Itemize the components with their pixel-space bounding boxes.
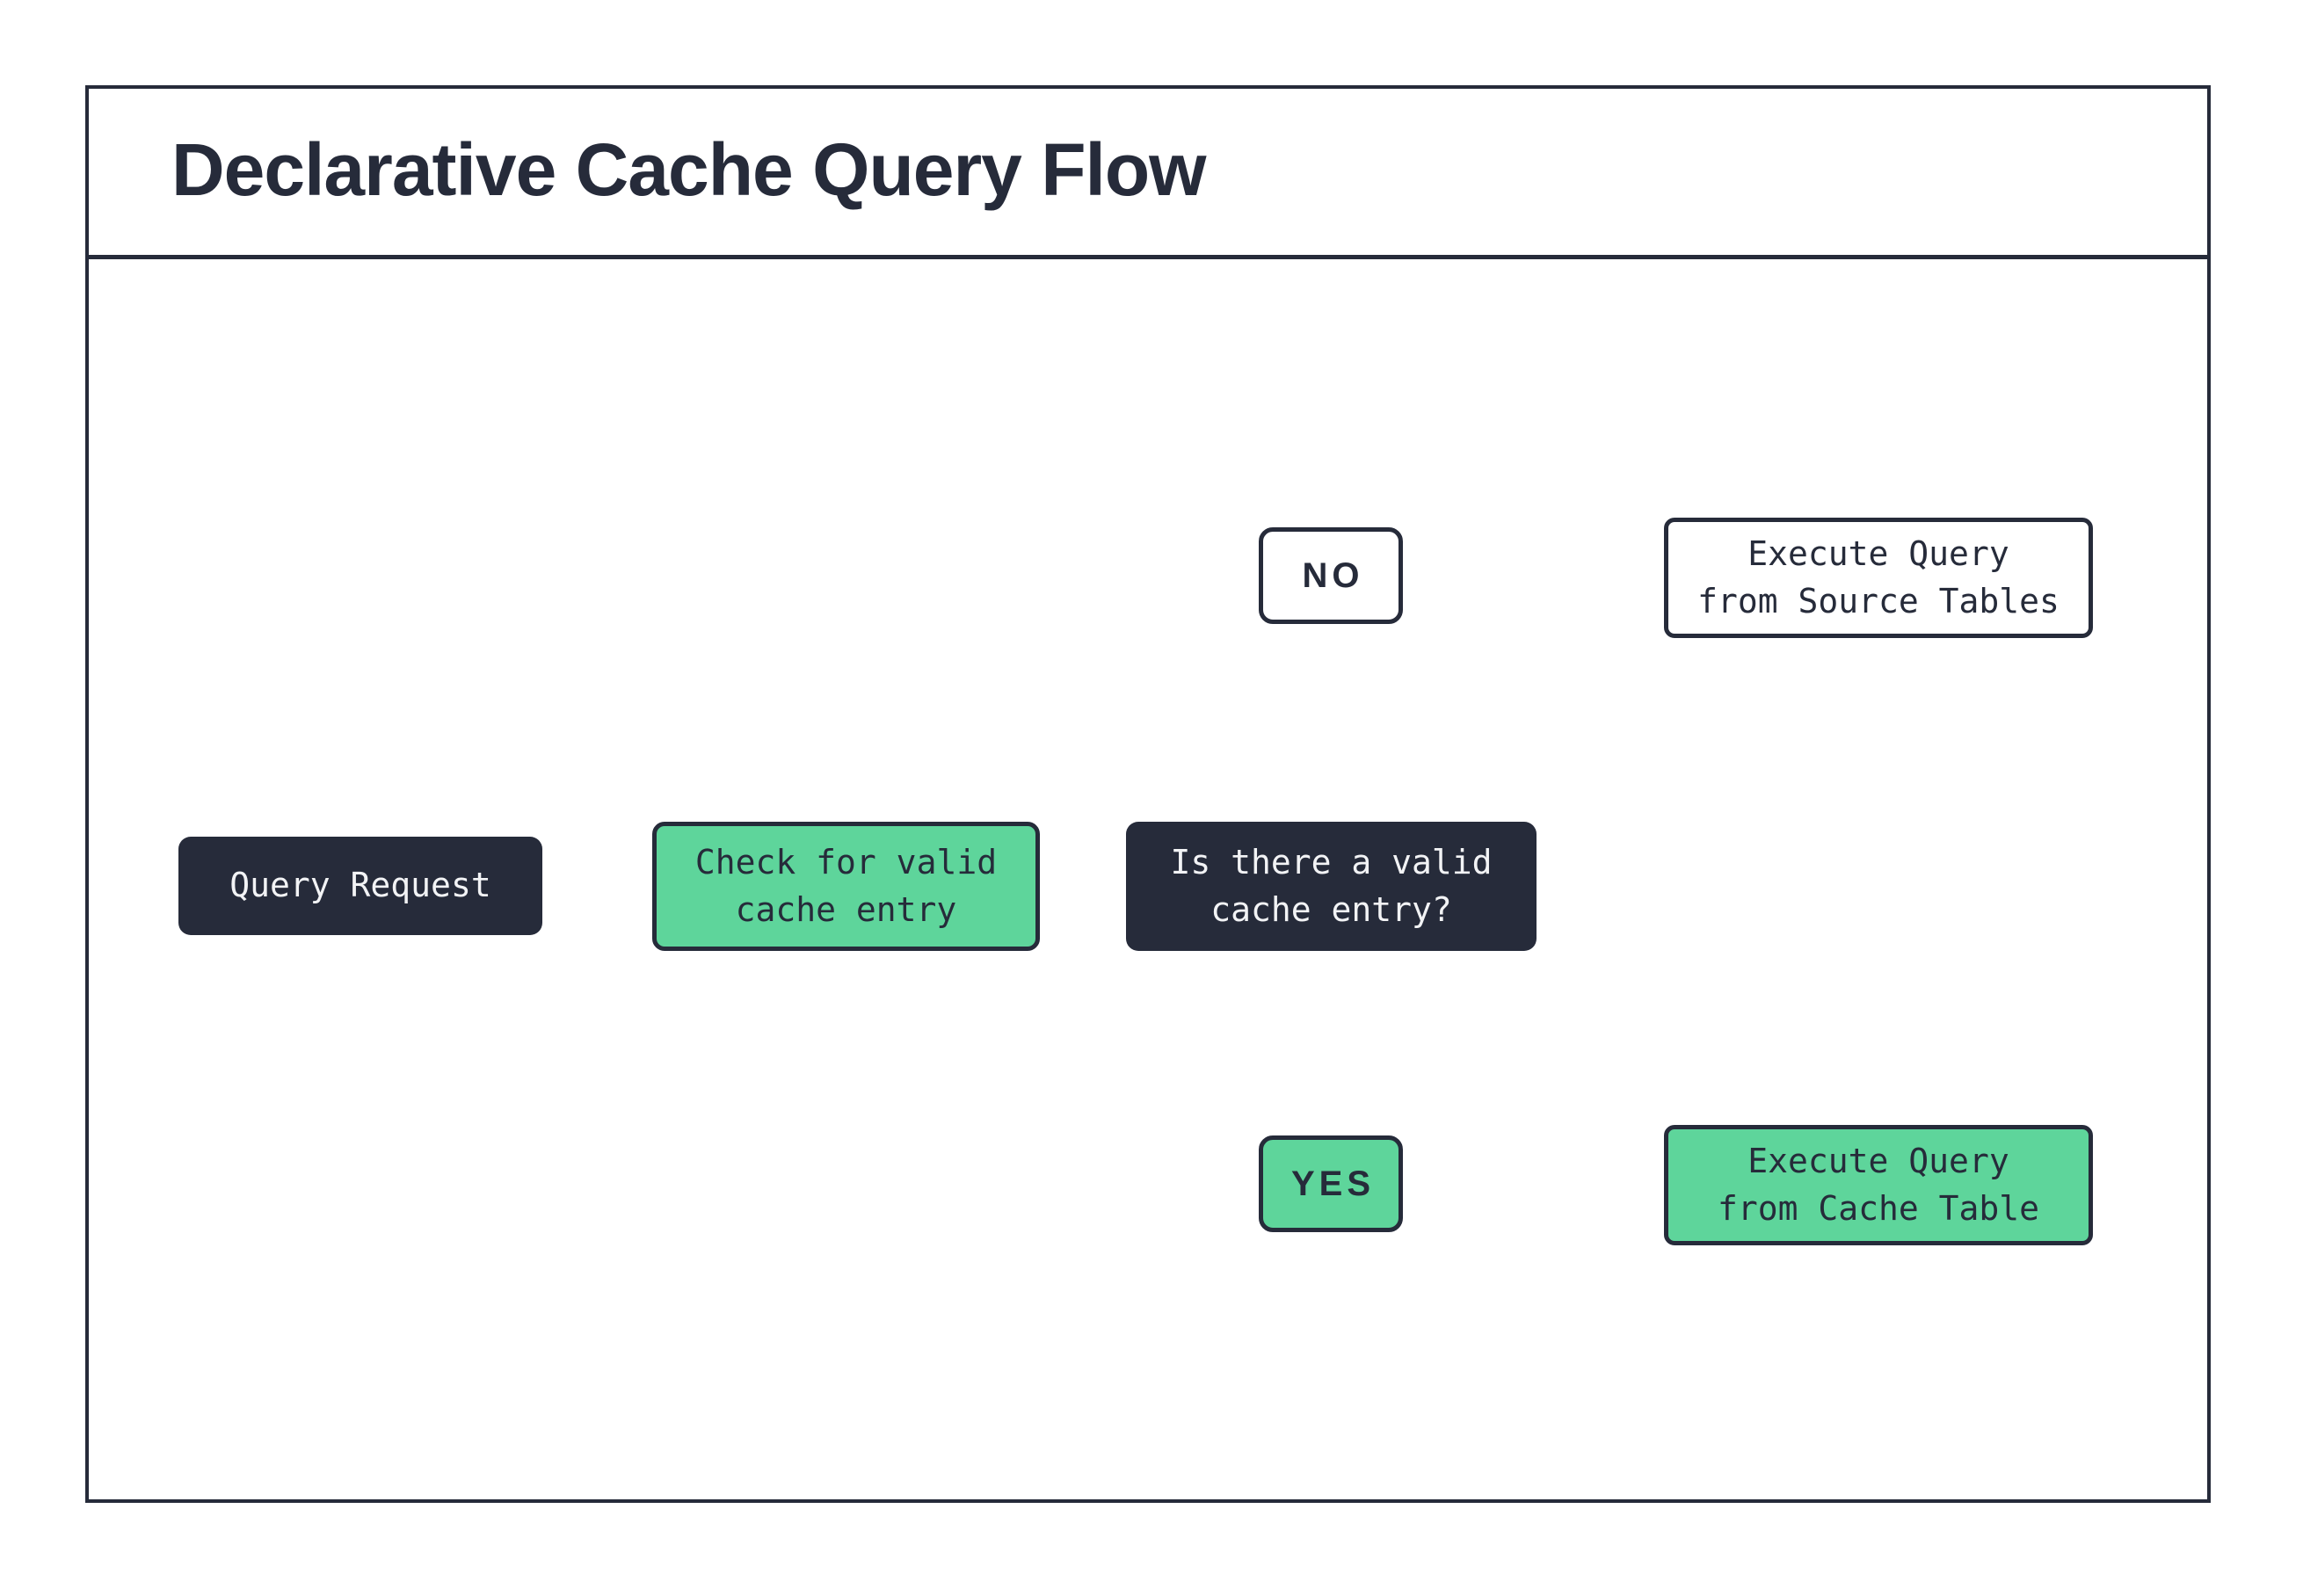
check-cache-node: Check for valid cache entry [652,822,1040,951]
source-db-label: Execute Query from Source Tables [1664,518,2093,638]
query-request-node: Query Request [178,837,542,935]
diagram-header: Declarative Cache Query Flow [85,85,2211,259]
cache-db-label: Execute Query from Cache Table [1664,1125,2093,1245]
no-branch-badge: NO [1259,527,1403,624]
page-title: Declarative Cache Query Flow [171,128,1207,211]
yes-branch-badge: YES [1259,1135,1403,1232]
decision-node: Is there a valid cache entry? [1126,822,1537,951]
diagram-frame [85,85,2211,1503]
